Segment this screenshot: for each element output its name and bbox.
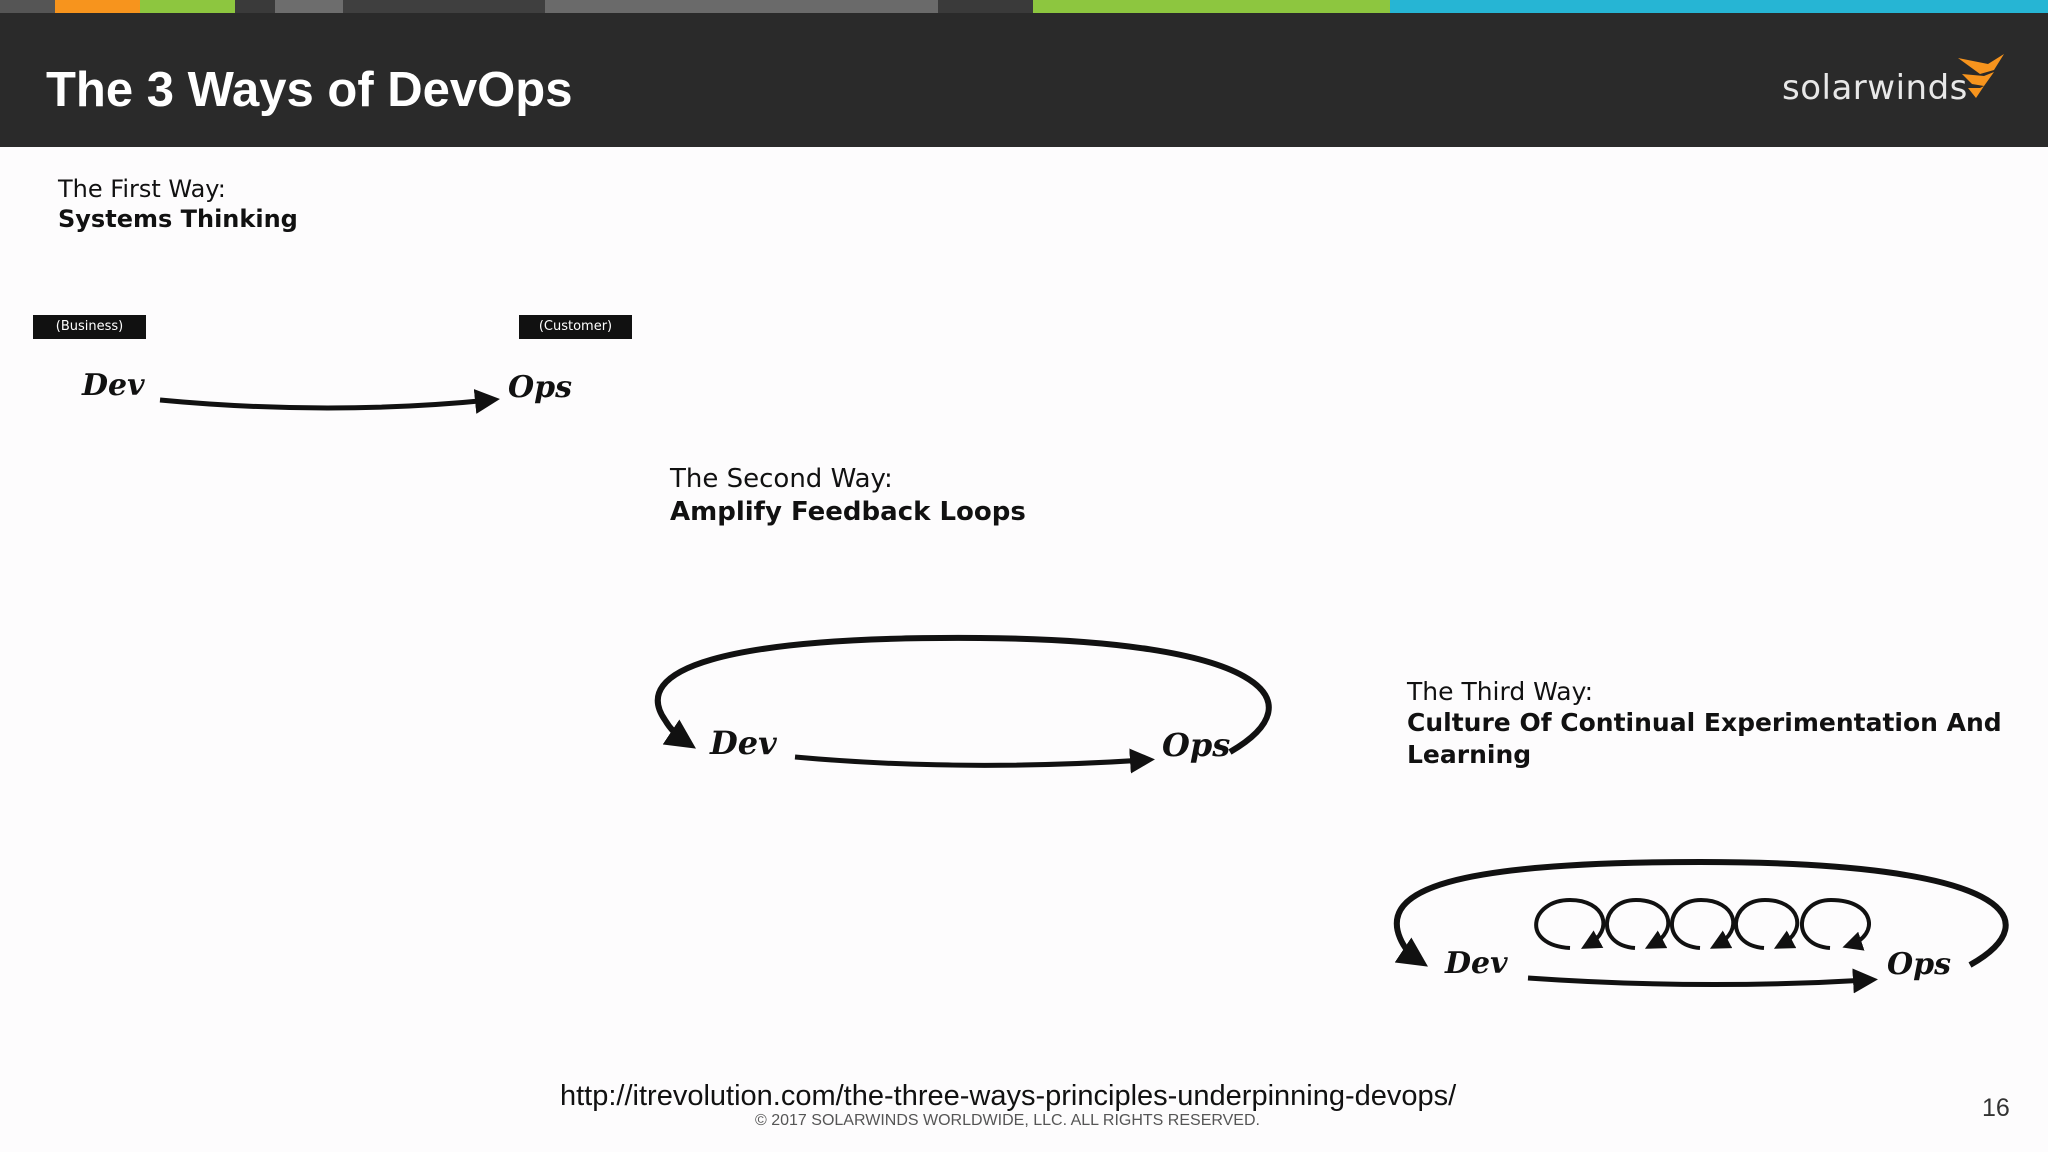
first-way-dev: Dev [82, 368, 145, 403]
second-way-subheading: Amplify Feedback Loops [670, 496, 1026, 527]
second-way-label: The Second Way: Amplify Feedback Loops [670, 463, 1026, 528]
second-way-ops: Ops [1162, 726, 1231, 764]
slide-header [0, 13, 2048, 147]
third-way-label: The Third Way: Culture Of Continual Expe… [1407, 676, 2002, 770]
third-way-feedback-loop [1393, 858, 2009, 968]
first-way-ops: Ops [508, 370, 572, 405]
copyright-notice: © 2017 SOLARWINDS WORLDWIDE, LLC. ALL RI… [755, 1112, 1260, 1129]
first-way-subheading: Systems Thinking [58, 205, 298, 233]
source-link[interactable]: http://itrevolution.com/the-three-ways-p… [560, 1080, 1457, 1112]
first-way-label: The First Way: Systems Thinking [58, 174, 298, 234]
customer-tag: (Customer) [519, 315, 632, 339]
second-way-dev: Dev [710, 724, 777, 762]
second-way-feedback-loop [654, 634, 1272, 755]
flame-icon [1958, 54, 2004, 98]
third-way-dev: Dev [1445, 946, 1508, 981]
second-way-heading: The Second Way: [670, 464, 893, 494]
brand-logo: solarwinds [1782, 52, 2012, 112]
brand-name: solarwinds [1782, 68, 1968, 108]
third-way-subheading-line1: Culture Of Continual Experimentation And [1407, 708, 2002, 738]
third-way-flow-arrow [1527, 968, 1878, 994]
business-tag: (Business) [33, 315, 146, 339]
third-way-small-loops [1534, 897, 1871, 951]
third-way-ops: Ops [1887, 947, 1951, 982]
third-way-heading: The Third Way: [1407, 677, 1593, 706]
third-way-subheading-line2: Learning [1407, 739, 1532, 769]
accent-bar [0, 0, 2048, 13]
first-way-flow-arrow [159, 389, 500, 414]
page-number: 16 [1982, 1094, 2010, 1122]
second-way-flow-arrow [794, 748, 1155, 774]
slide-title: The 3 Ways of DevOps [46, 63, 573, 117]
first-way-heading: The First Way: [58, 175, 226, 203]
